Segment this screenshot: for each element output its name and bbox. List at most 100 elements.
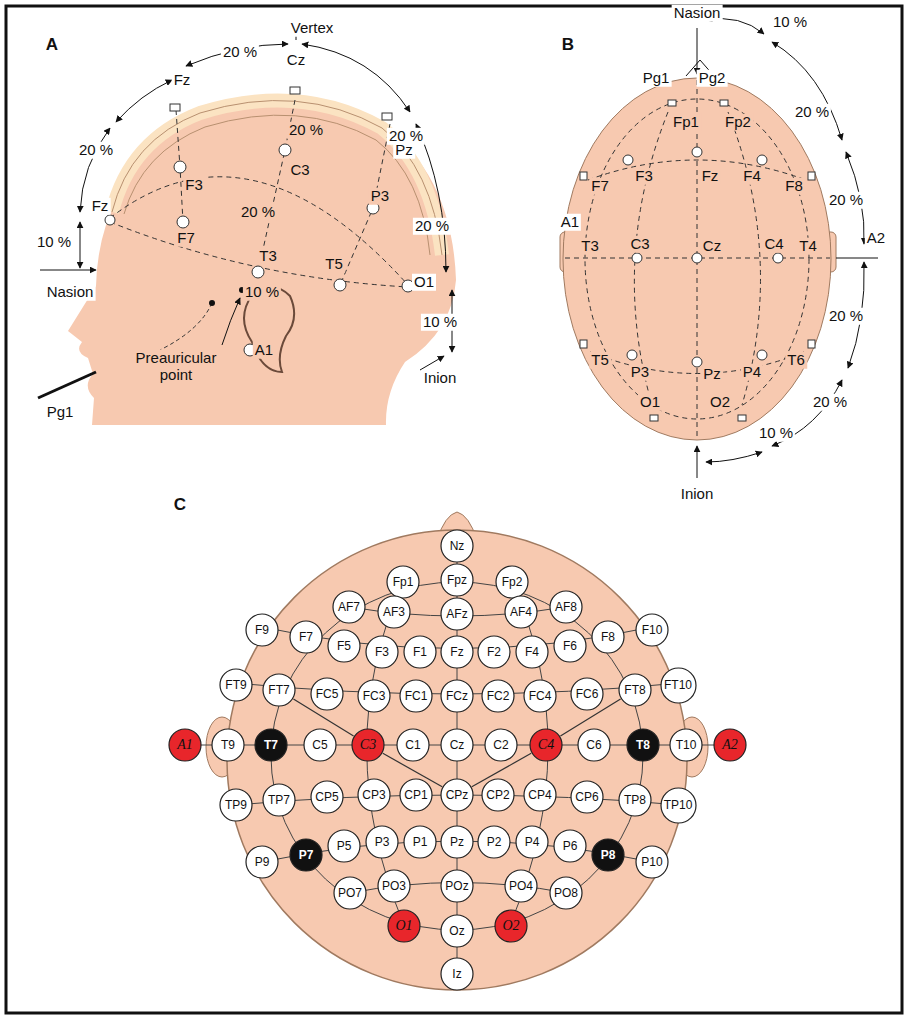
electrode-circle — [441, 779, 473, 811]
electrode-node: F7 — [289, 620, 323, 654]
electrode-name: AF4 — [510, 606, 532, 618]
electrode-node: FC6 — [570, 677, 604, 711]
electrode-circle — [328, 830, 360, 862]
electrode-circle — [387, 566, 419, 598]
electrode-node: P5 — [327, 829, 361, 863]
electrode-node: T9 — [211, 728, 245, 762]
electrode-node: F3 — [365, 635, 399, 669]
electrode-circle — [311, 678, 343, 710]
electrode-circle — [441, 564, 473, 596]
electrode-node: FT9 — [219, 668, 253, 702]
electrode-name: P4 — [525, 836, 540, 848]
electrode-name: PO8 — [554, 887, 578, 899]
electrode-label: Pz — [393, 142, 415, 159]
electrode-label: T3 — [257, 248, 279, 265]
electrode-label: 20 % — [413, 218, 451, 235]
electrode-circle — [378, 596, 410, 628]
electrode-label: Fz — [172, 72, 193, 89]
electrode-node: C6 — [577, 728, 611, 762]
electrode-name: Fpz — [447, 574, 467, 586]
electrode-name: TP10 — [664, 799, 693, 811]
electrode-label: A1 — [559, 214, 581, 231]
electrode-circle — [495, 910, 527, 942]
panel-letter: A — [44, 36, 60, 55]
electrode-node: F2 — [477, 635, 511, 669]
electrode-label: 20 % — [827, 308, 865, 325]
electrode-circle — [478, 636, 510, 668]
electrode-node: TP7 — [262, 783, 296, 817]
electrode-name: P6 — [563, 840, 578, 852]
electrode-node: F4 — [515, 635, 549, 669]
electrode-name: F1 — [413, 646, 427, 658]
electrode-label: 10 % — [757, 425, 795, 442]
electrode-circle — [578, 729, 610, 761]
electrode-label: Fz — [90, 198, 111, 215]
electrode-name: FC5 — [316, 688, 339, 700]
electrode-name: Fp2 — [502, 576, 523, 588]
electrode-node: FT10 — [660, 667, 697, 704]
electrode-name: AF3 — [383, 606, 405, 618]
electrode-node: Oz — [440, 914, 474, 948]
electrode-circle — [505, 870, 537, 902]
electrode-label: P3 — [629, 364, 651, 381]
electrode-circle — [290, 839, 322, 871]
electrode-circle — [714, 729, 746, 761]
electrode-label: T6 — [785, 352, 807, 369]
electrode-name: F10 — [642, 624, 663, 636]
electrode-circle — [441, 915, 473, 947]
electrode-label: T5 — [323, 256, 345, 273]
electrode-circle — [619, 674, 651, 706]
electrode-label: P4 — [741, 364, 763, 381]
electrode-label: F7 — [175, 230, 197, 247]
electrode-name: PO4 — [509, 880, 533, 892]
electrode-name: Pz — [450, 836, 464, 848]
electrode-name: Cz — [450, 739, 465, 751]
electrode-name: POz — [445, 880, 468, 892]
electrode-label: F4 — [741, 168, 763, 185]
electrode-circle — [400, 779, 432, 811]
electrode-name: P3 — [375, 836, 390, 848]
electrode-name: FC4 — [529, 690, 552, 702]
electrode-label: 10 % — [771, 14, 809, 31]
electrode-name: FC2 — [487, 690, 510, 702]
electrode-name: FT9 — [225, 679, 246, 691]
electrode-circle — [661, 668, 696, 703]
electrode-name: A2 — [722, 738, 738, 752]
electrode-circle — [311, 781, 343, 813]
electrode-label: 20 % — [221, 44, 259, 61]
electrode-name: C6 — [586, 739, 601, 751]
electrode-node: FC4 — [523, 679, 557, 713]
electrode-node: O2 — [494, 909, 528, 943]
electrode-circle — [441, 870, 473, 902]
electrode-node: PO7 — [333, 876, 367, 910]
electrode-name: P1 — [413, 836, 428, 848]
electrode-name: FT10 — [664, 679, 692, 691]
head-map — [185, 512, 730, 990]
electrode-circle — [441, 958, 473, 990]
electrode-circle — [554, 830, 586, 862]
electrode-circle — [352, 729, 384, 761]
electrode-label: Nasion — [45, 284, 96, 301]
electrode-label: 20 % — [793, 104, 831, 121]
electrode-node: Cz — [440, 728, 474, 762]
electrode-node: P2 — [477, 825, 511, 859]
electrode-node: PO4 — [504, 869, 538, 903]
electrode-node: O1 — [387, 909, 421, 943]
electrode-circle — [246, 846, 278, 878]
electrode-circle — [304, 729, 336, 761]
electrode-name: F8 — [601, 631, 615, 643]
electrode-circle — [334, 877, 366, 909]
electrode-name: C2 — [493, 739, 508, 751]
electrode-label: 20 % — [827, 192, 865, 209]
electrode-circle — [516, 636, 548, 668]
electrode-label: Preauricular point — [126, 350, 226, 383]
electrode-circle — [333, 591, 365, 623]
electrode-node: F6 — [553, 629, 587, 663]
electrode-label: C3 — [288, 162, 311, 179]
electrode-node: P6 — [553, 829, 587, 863]
electrode-name: Fz — [450, 646, 463, 658]
electrode-circle — [220, 789, 252, 821]
electrode-circle — [636, 846, 668, 878]
electrode-node: Fp1 — [386, 565, 420, 599]
electrode-node: FC3 — [357, 679, 391, 713]
